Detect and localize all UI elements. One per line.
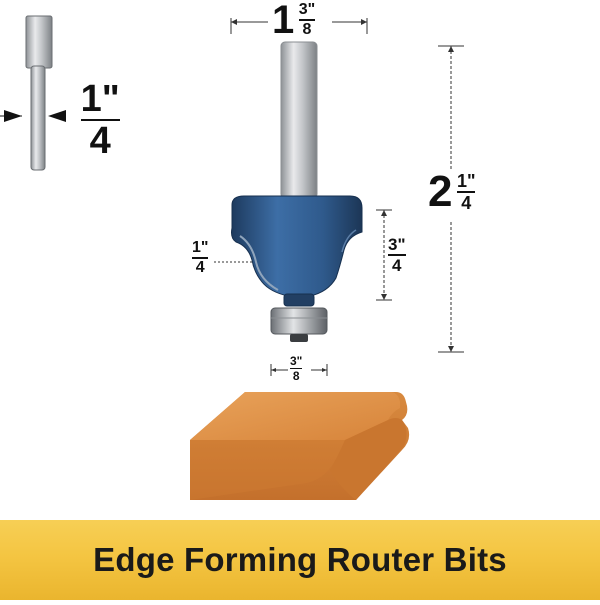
overall-length-label: 2 1" 4 — [428, 167, 476, 216]
shank-diameter-label: 1" 4 — [80, 78, 120, 162]
bearing — [270, 307, 328, 335]
router-bit — [231, 41, 363, 342]
title-banner: Edge Forming Router Bits — [0, 520, 600, 600]
wood-block — [190, 392, 410, 500]
shank-icon — [0, 15, 66, 171]
arrow-left-icon — [48, 110, 66, 122]
cutting-diameter-label: 1 3" 8 — [272, 0, 316, 42]
banner-title: Edge Forming Router Bits — [93, 541, 507, 578]
cutting-length-label: 3" 4 — [388, 235, 406, 275]
radius-label: 1" 4 — [192, 239, 209, 276]
bearing-diameter-label: 3" 8 — [290, 354, 303, 383]
